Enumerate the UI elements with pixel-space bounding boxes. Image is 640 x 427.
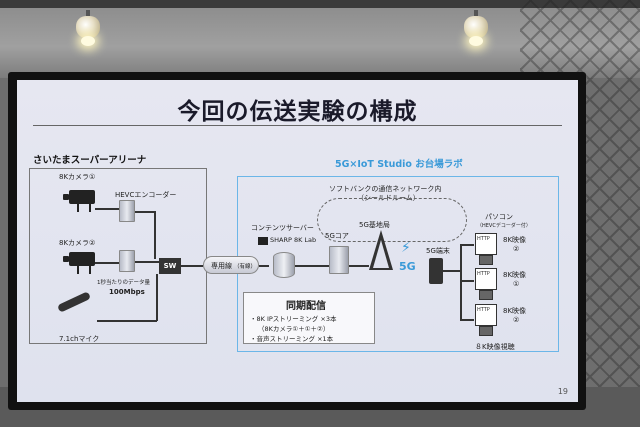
data-rate-label: 1秒当たりのデータ量: [97, 280, 150, 286]
callout-line2: （8Kカメラ①＋①＋②）: [258, 325, 330, 333]
link-cam2-enc: [95, 262, 119, 264]
switch-box: SW: [159, 258, 181, 274]
video2-num: ①: [513, 280, 520, 288]
camera2-icon: [63, 252, 95, 274]
pc2-monitor-icon: HTTP: [475, 268, 497, 290]
link-mic-up: [156, 274, 158, 321]
viewing-label: ８K映像視聴: [475, 343, 515, 351]
data-rate-value: 100Mbps: [109, 288, 145, 296]
pc-sub-label: （HEVCデコーダー付）: [477, 223, 531, 229]
display-screen: 今回の伝送実験の構成 さいたまスーパーアリーナ 5G×IoT Studio お台…: [17, 80, 578, 402]
encoder-label: HEVCエンコーダー: [115, 191, 177, 199]
video2-label: 8K映像: [503, 271, 527, 279]
network-label: ソフトバンクの通信ネットワーク内: [329, 185, 442, 193]
link-mic: [97, 320, 157, 322]
dedicated-line-pipe: [203, 256, 259, 274]
pc1-base-icon: [479, 255, 493, 265]
link-enc2-sw: [135, 261, 159, 263]
callout-line3: ・音声ストリーミング ×1本: [250, 335, 334, 343]
pc1-monitor-icon: HTTP: [475, 233, 497, 255]
camera1-label: 8Kカメラ①: [59, 173, 96, 181]
link-pc2: [460, 280, 474, 282]
link-terminal: [443, 270, 461, 272]
pc-label: パソコン: [485, 213, 513, 221]
terminal-icon: [429, 258, 443, 284]
tower-inner-icon: [373, 240, 389, 268]
pc3-base-icon: [479, 326, 493, 336]
link-sw-pipe: [181, 265, 203, 267]
link-pc-bus: [460, 244, 462, 320]
pc3-monitor-icon: HTTP: [475, 304, 497, 326]
link-enc1: [135, 211, 155, 213]
page-number: 19: [557, 387, 568, 396]
link-cam1-enc: [95, 208, 119, 210]
link-db-core: [295, 265, 329, 267]
right-venue-label: 5G×IoT Studio お台場ラボ: [335, 159, 463, 170]
spotlight-left: [72, 10, 104, 48]
encoder1-server-icon: [119, 200, 135, 222]
sharp-lab-label: SHARP 8K Lab: [270, 236, 317, 244]
callout-line1: ・8K IPストリーミング ×3本: [250, 315, 337, 323]
terminal-label: 5G端末: [426, 247, 450, 255]
core-server-icon: [329, 246, 349, 274]
left-venue-box: [29, 168, 207, 344]
ceiling-beam: [0, 0, 640, 8]
link-core-tower: [349, 265, 369, 267]
slide-title: 今回の伝送実験の構成: [177, 99, 418, 125]
callout-title: 同期配信: [286, 301, 326, 312]
video3-label: 8K映像: [503, 307, 527, 315]
dedicated-line-label: 専用線: [211, 262, 232, 270]
video1-label: 8K映像: [503, 236, 527, 244]
link-enc1-down: [154, 211, 156, 259]
camera1-icon: [63, 190, 95, 212]
video1-num: ②: [513, 245, 520, 253]
ceiling: [0, 0, 640, 78]
mic-label: 7.1chマイク: [59, 335, 100, 343]
five-g-label: 5G: [399, 260, 416, 273]
link-pc1: [460, 244, 474, 246]
link-pc3: [460, 319, 474, 321]
sync-callout: 同期配信 ・8K IPストリーミング ×3本 （8Kカメラ①＋①＋②） ・音声ス…: [243, 292, 375, 344]
wireless-bolt-icon: ⚡: [401, 240, 411, 256]
title-underline: [33, 125, 562, 126]
content-server-label: コンテンツサーバー: [251, 224, 314, 232]
spotlight-right: [460, 10, 492, 48]
base-station-label: 5G基地局: [359, 221, 390, 229]
left-venue-label: さいたまスーパーアリーナ: [33, 155, 147, 166]
camera2-label: 8Kカメラ②: [59, 239, 96, 247]
encoder2-server-icon: [119, 250, 135, 272]
video3-num: ②: [513, 316, 520, 324]
content-server-db-icon: [273, 252, 295, 278]
link-pipe-server: [259, 265, 269, 267]
sharp-logo-icon: [258, 237, 268, 245]
dedicated-line-sub: （有線）: [234, 264, 257, 270]
pc2-base-icon: [479, 290, 493, 300]
